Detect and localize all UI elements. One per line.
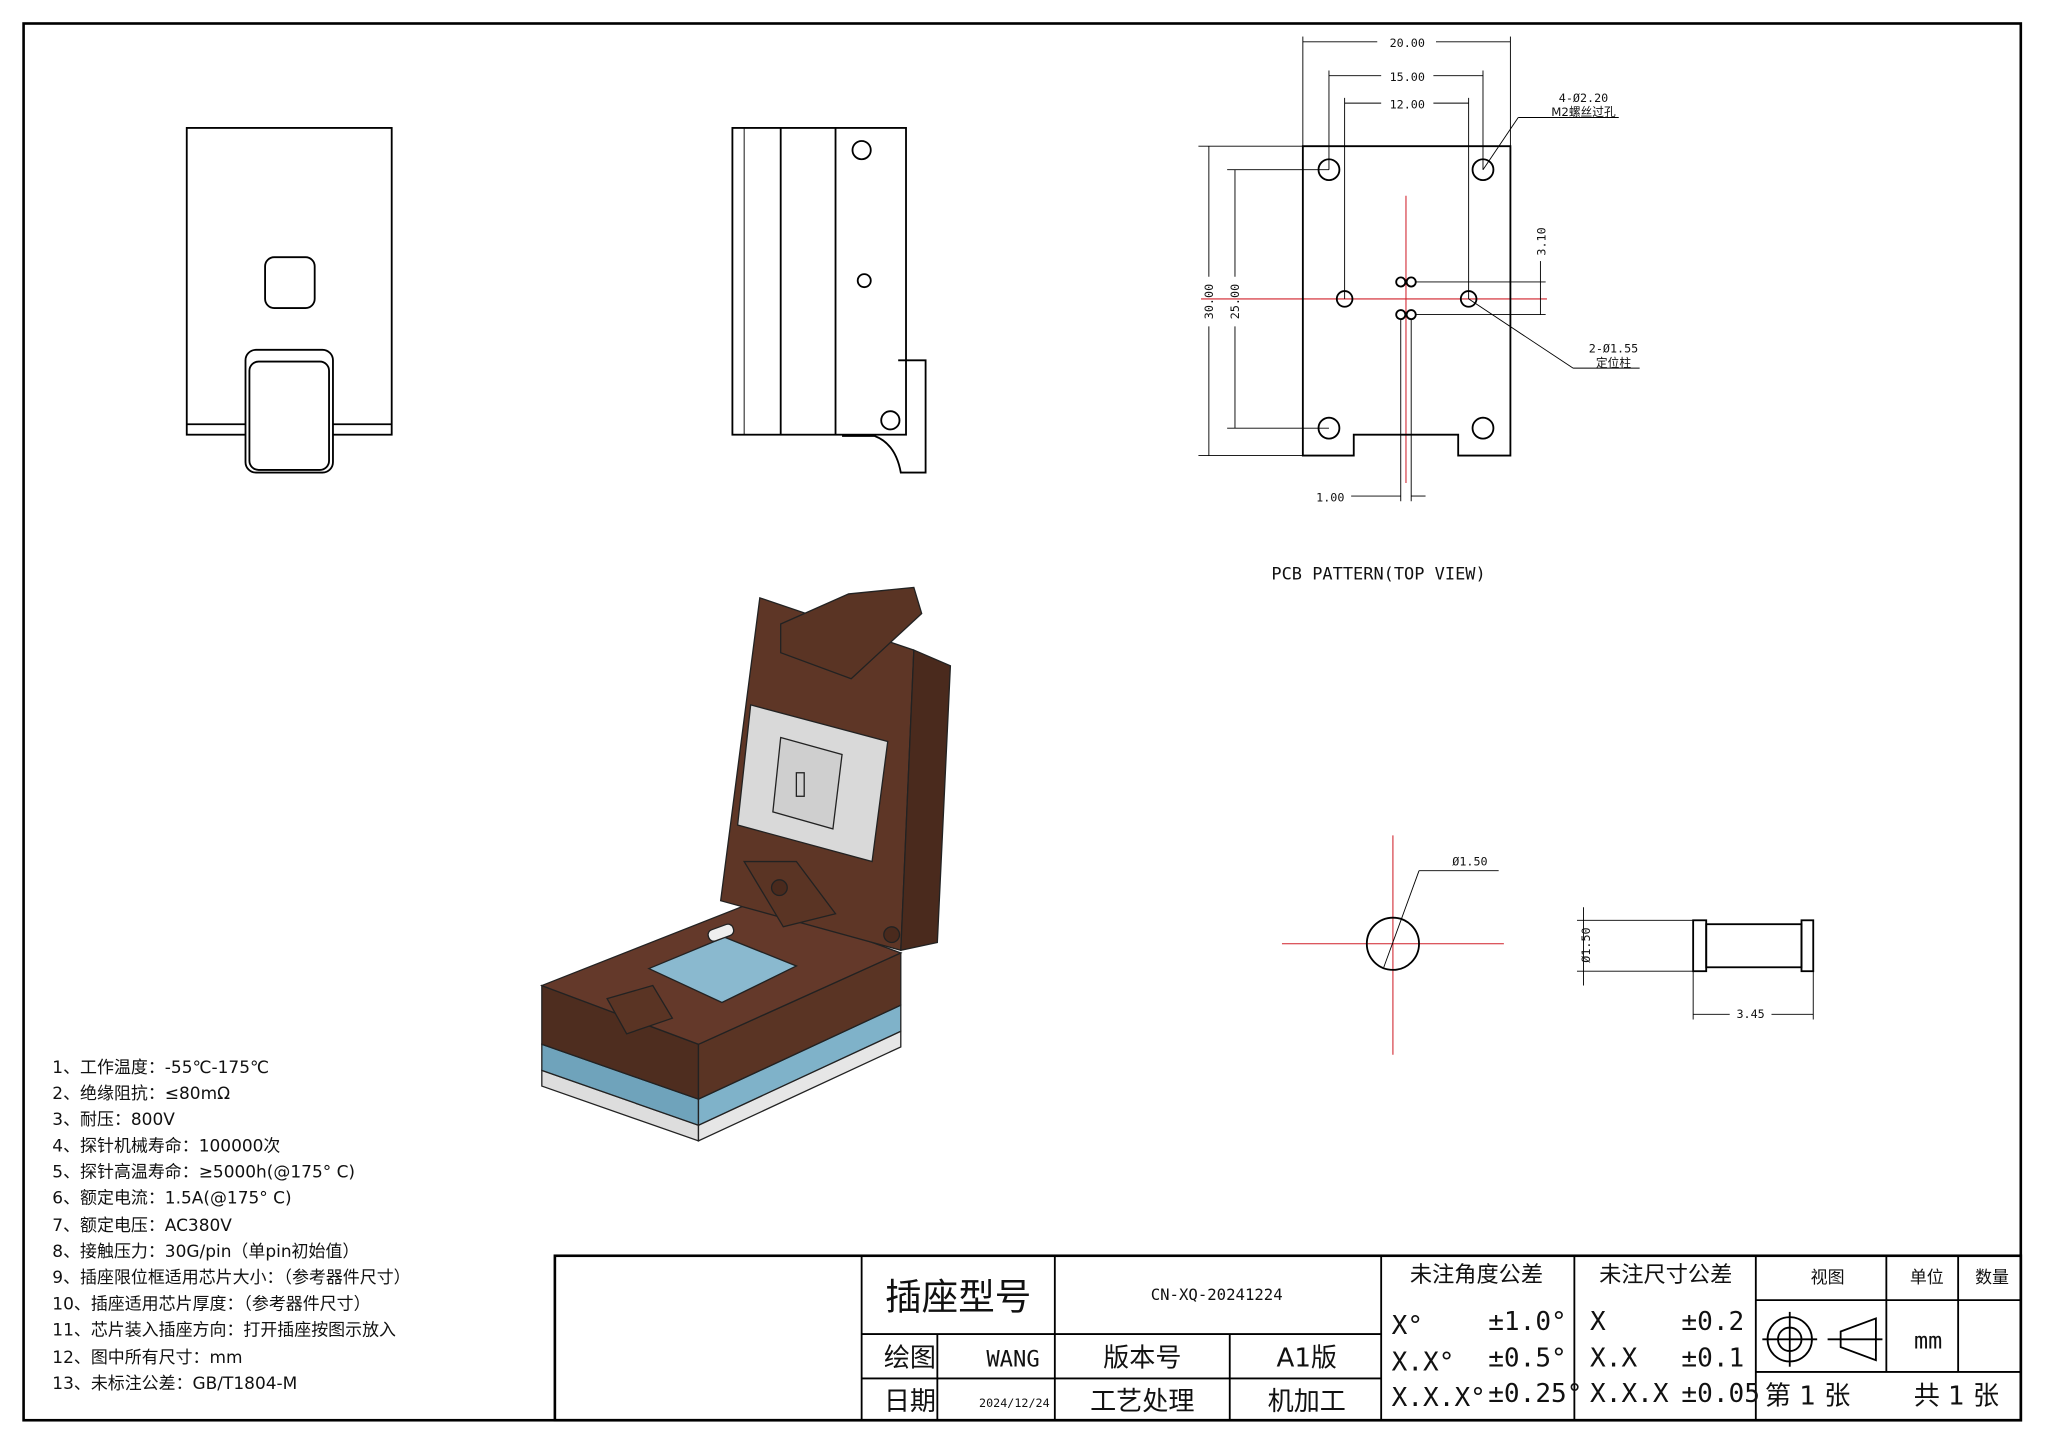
- pcb-pattern: 20.00 15.00 12.00 30.00 25.00 3.10 1.00 …: [1198, 36, 1640, 584]
- note: 1、工作温度：-55℃-175℃: [52, 1057, 269, 1077]
- dim-tolerance-title: 未注尺寸公差: [1599, 1262, 1732, 1288]
- note: 10、插座适用芯片厚度：（参考器件尺寸）: [52, 1293, 370, 1313]
- process-label: 工艺处理: [1090, 1387, 1194, 1417]
- note: 11、芯片装入插座方向：打开插座按图示放入: [52, 1319, 396, 1339]
- socket-3d-view: [540, 586, 952, 1142]
- pcb-caption: PCB PATTERN(TOP VIEW): [1271, 564, 1485, 584]
- pin-diameter-label: Ø1.50: [1452, 854, 1487, 868]
- pin-length-label: 3.45: [1736, 1007, 1764, 1021]
- title-block: 插座型号 CN-XQ-20241224 绘图 WANG 版本号 A1版 日期 2…: [553, 1254, 2023, 1422]
- dim-tol-key: X: [1590, 1307, 1606, 1337]
- unit-value: mm: [1914, 1326, 1942, 1354]
- angle-tol-key: X.X°: [1392, 1348, 1455, 1378]
- note: 4、探针机械寿命：100000次: [52, 1135, 280, 1155]
- angle-tolerance-title: 未注角度公差: [1410, 1262, 1543, 1288]
- front-view: [185, 127, 393, 474]
- angle-tol-value: ±1.0°: [1488, 1307, 1567, 1337]
- dim-25: 25.00: [1228, 284, 1242, 319]
- drawn-label: 绘图: [884, 1344, 936, 1374]
- dim-tol-value: ±0.05: [1681, 1379, 1760, 1409]
- note: 6、额定电流：1.5A(@175° C): [52, 1188, 291, 1208]
- note: 5、探针高温寿命：≥5000h(@175° C): [52, 1161, 355, 1181]
- dim-1-00: 1.00: [1316, 490, 1344, 504]
- dim-tol-key: X.X: [1590, 1344, 1637, 1374]
- dim-tol-value: ±0.2: [1681, 1307, 1744, 1337]
- date-label: 日期: [884, 1387, 936, 1417]
- note: 3、耐压：800V: [52, 1109, 175, 1129]
- version-value: A1版: [1276, 1344, 1337, 1374]
- angle-tol-key: X.X.X°: [1392, 1383, 1486, 1413]
- pin-label: 2-Ø1.55: [1589, 341, 1638, 355]
- sheet-number: 第 1 张: [1765, 1382, 1850, 1412]
- note: 13、未标注公差：GB/T1804-M: [52, 1373, 297, 1393]
- dim-20: 20.00: [1390, 36, 1425, 50]
- note: 12、图中所有尺寸：mm: [52, 1347, 242, 1367]
- quantity-label: 数量: [1975, 1267, 2009, 1287]
- view-label: 视图: [1811, 1267, 1845, 1287]
- note: 8、接触压力：30G/pin（单pin初始值）: [52, 1241, 359, 1261]
- drawn-value: WANG: [986, 1347, 1039, 1373]
- date-value: 2024/12/24: [979, 1396, 1050, 1410]
- pin-side-diameter-label: Ø1.50: [1579, 927, 1593, 962]
- dim-tol-key: X.X.X: [1590, 1379, 1669, 1409]
- pin-detail: Ø1.50 Ø1.50 3.45: [1281, 835, 1815, 1055]
- angle-tol-value: ±0.25°: [1488, 1379, 1582, 1409]
- process-value: 机加工: [1268, 1387, 1346, 1417]
- projection-symbol-icon: [1762, 1311, 1883, 1367]
- sheet-frame: [22, 22, 2023, 1422]
- version-label: 版本号: [1103, 1344, 1181, 1374]
- unit-label: 单位: [1910, 1267, 1944, 1287]
- note: 7、额定电压：AC380V: [52, 1215, 232, 1235]
- hole-label: 4-Ø2.20: [1559, 91, 1608, 105]
- dim-tol-value: ±0.1: [1681, 1344, 1744, 1374]
- model-label: 插座型号: [885, 1275, 1031, 1318]
- dim-3-10: 3.10: [1535, 227, 1549, 255]
- pin-desc: 定位柱: [1596, 356, 1631, 370]
- dim-15: 15.00: [1390, 70, 1425, 84]
- technical-notes: 1、工作温度：-55℃-175℃ 2、绝缘阻抗：≤80mΩ 3、耐压：800V …: [52, 1057, 410, 1393]
- hole-desc: M2螺丝过孔: [1551, 105, 1616, 119]
- dim-30: 30.00: [1202, 284, 1216, 319]
- side-view: [731, 127, 927, 474]
- model-value: CN-XQ-20241224: [1151, 1285, 1283, 1304]
- angle-tol-key: X°: [1392, 1311, 1423, 1341]
- note: 9、插座限位框适用芯片大小：（参考器件尺寸）: [52, 1267, 410, 1287]
- angle-tol-value: ±0.5°: [1488, 1344, 1567, 1374]
- note: 2、绝缘阻抗：≤80mΩ: [52, 1083, 230, 1103]
- dim-12: 12.00: [1390, 97, 1425, 111]
- sheet-total: 共 1 张: [1914, 1382, 1999, 1412]
